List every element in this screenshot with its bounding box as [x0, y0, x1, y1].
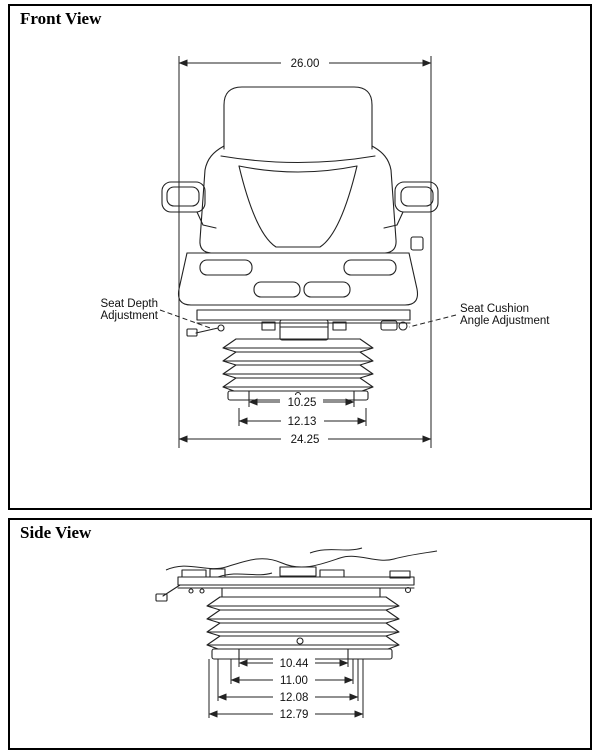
armrest-right [383, 181, 439, 229]
seat-cushion [177, 236, 424, 306]
side-view-drawing: 10.44 11.00 12.08 [155, 547, 438, 721]
dim-inner-width-label: 10.25 [288, 397, 317, 409]
dimension-side-3: 12.08 [217, 659, 359, 704]
dimension-side-4: 12.79 [208, 659, 364, 721]
seat-depth-lever [217, 324, 225, 332]
dimension-side-2: 11.00 [230, 659, 354, 687]
side-view-title: Side View [20, 523, 92, 542]
headrest [223, 86, 373, 150]
bellows-side [206, 596, 400, 660]
cushion-angle-label-line1: Seat Cushion [460, 303, 529, 315]
seat-depth-label-line2: Adjustment [100, 310, 158, 322]
front-view-panel: Front View 26.00 [8, 4, 592, 510]
front-view-title: Front View [20, 9, 102, 28]
cushion-angle-label-line2: Angle Adjustment [460, 315, 550, 327]
seat-platform [155, 566, 415, 602]
dim-overall-width-label: 26.00 [291, 58, 320, 70]
front-view-drawing: 26.00 [100, 56, 550, 448]
cushion-angle-knob [380, 320, 398, 331]
suspension-mechanism [186, 309, 411, 341]
armrest-left [161, 181, 217, 229]
dim-base-width-label: 24.25 [291, 434, 320, 446]
dim-mid-width-label: 12.13 [288, 416, 317, 428]
dimension-inner-width: 10.25 [248, 395, 355, 409]
dimension-side-1: 10.44 [238, 656, 349, 670]
side-view-panel: Side View [8, 518, 592, 750]
dim-side-1-label: 10.44 [280, 658, 309, 670]
callout-cushion-angle: Seat Cushion Angle Adjustment [408, 303, 550, 328]
seat-depth-label-line1: Seat Depth [100, 298, 158, 310]
callout-seat-depth: Seat Depth Adjustment [100, 298, 214, 330]
seat-back [199, 86, 397, 254]
dim-side-3-label: 12.08 [280, 692, 309, 704]
break-line [165, 547, 438, 578]
bellows [222, 338, 374, 401]
dim-side-2-label: 11.00 [280, 675, 308, 687]
dimension-mid-width: 12.13 [238, 408, 367, 428]
dimension-base-width: 24.25 [178, 432, 432, 446]
dim-side-4-label: 12.79 [280, 709, 309, 721]
extension-lines [178, 56, 432, 448]
dimension-overall-width: 26.00 [178, 56, 432, 70]
